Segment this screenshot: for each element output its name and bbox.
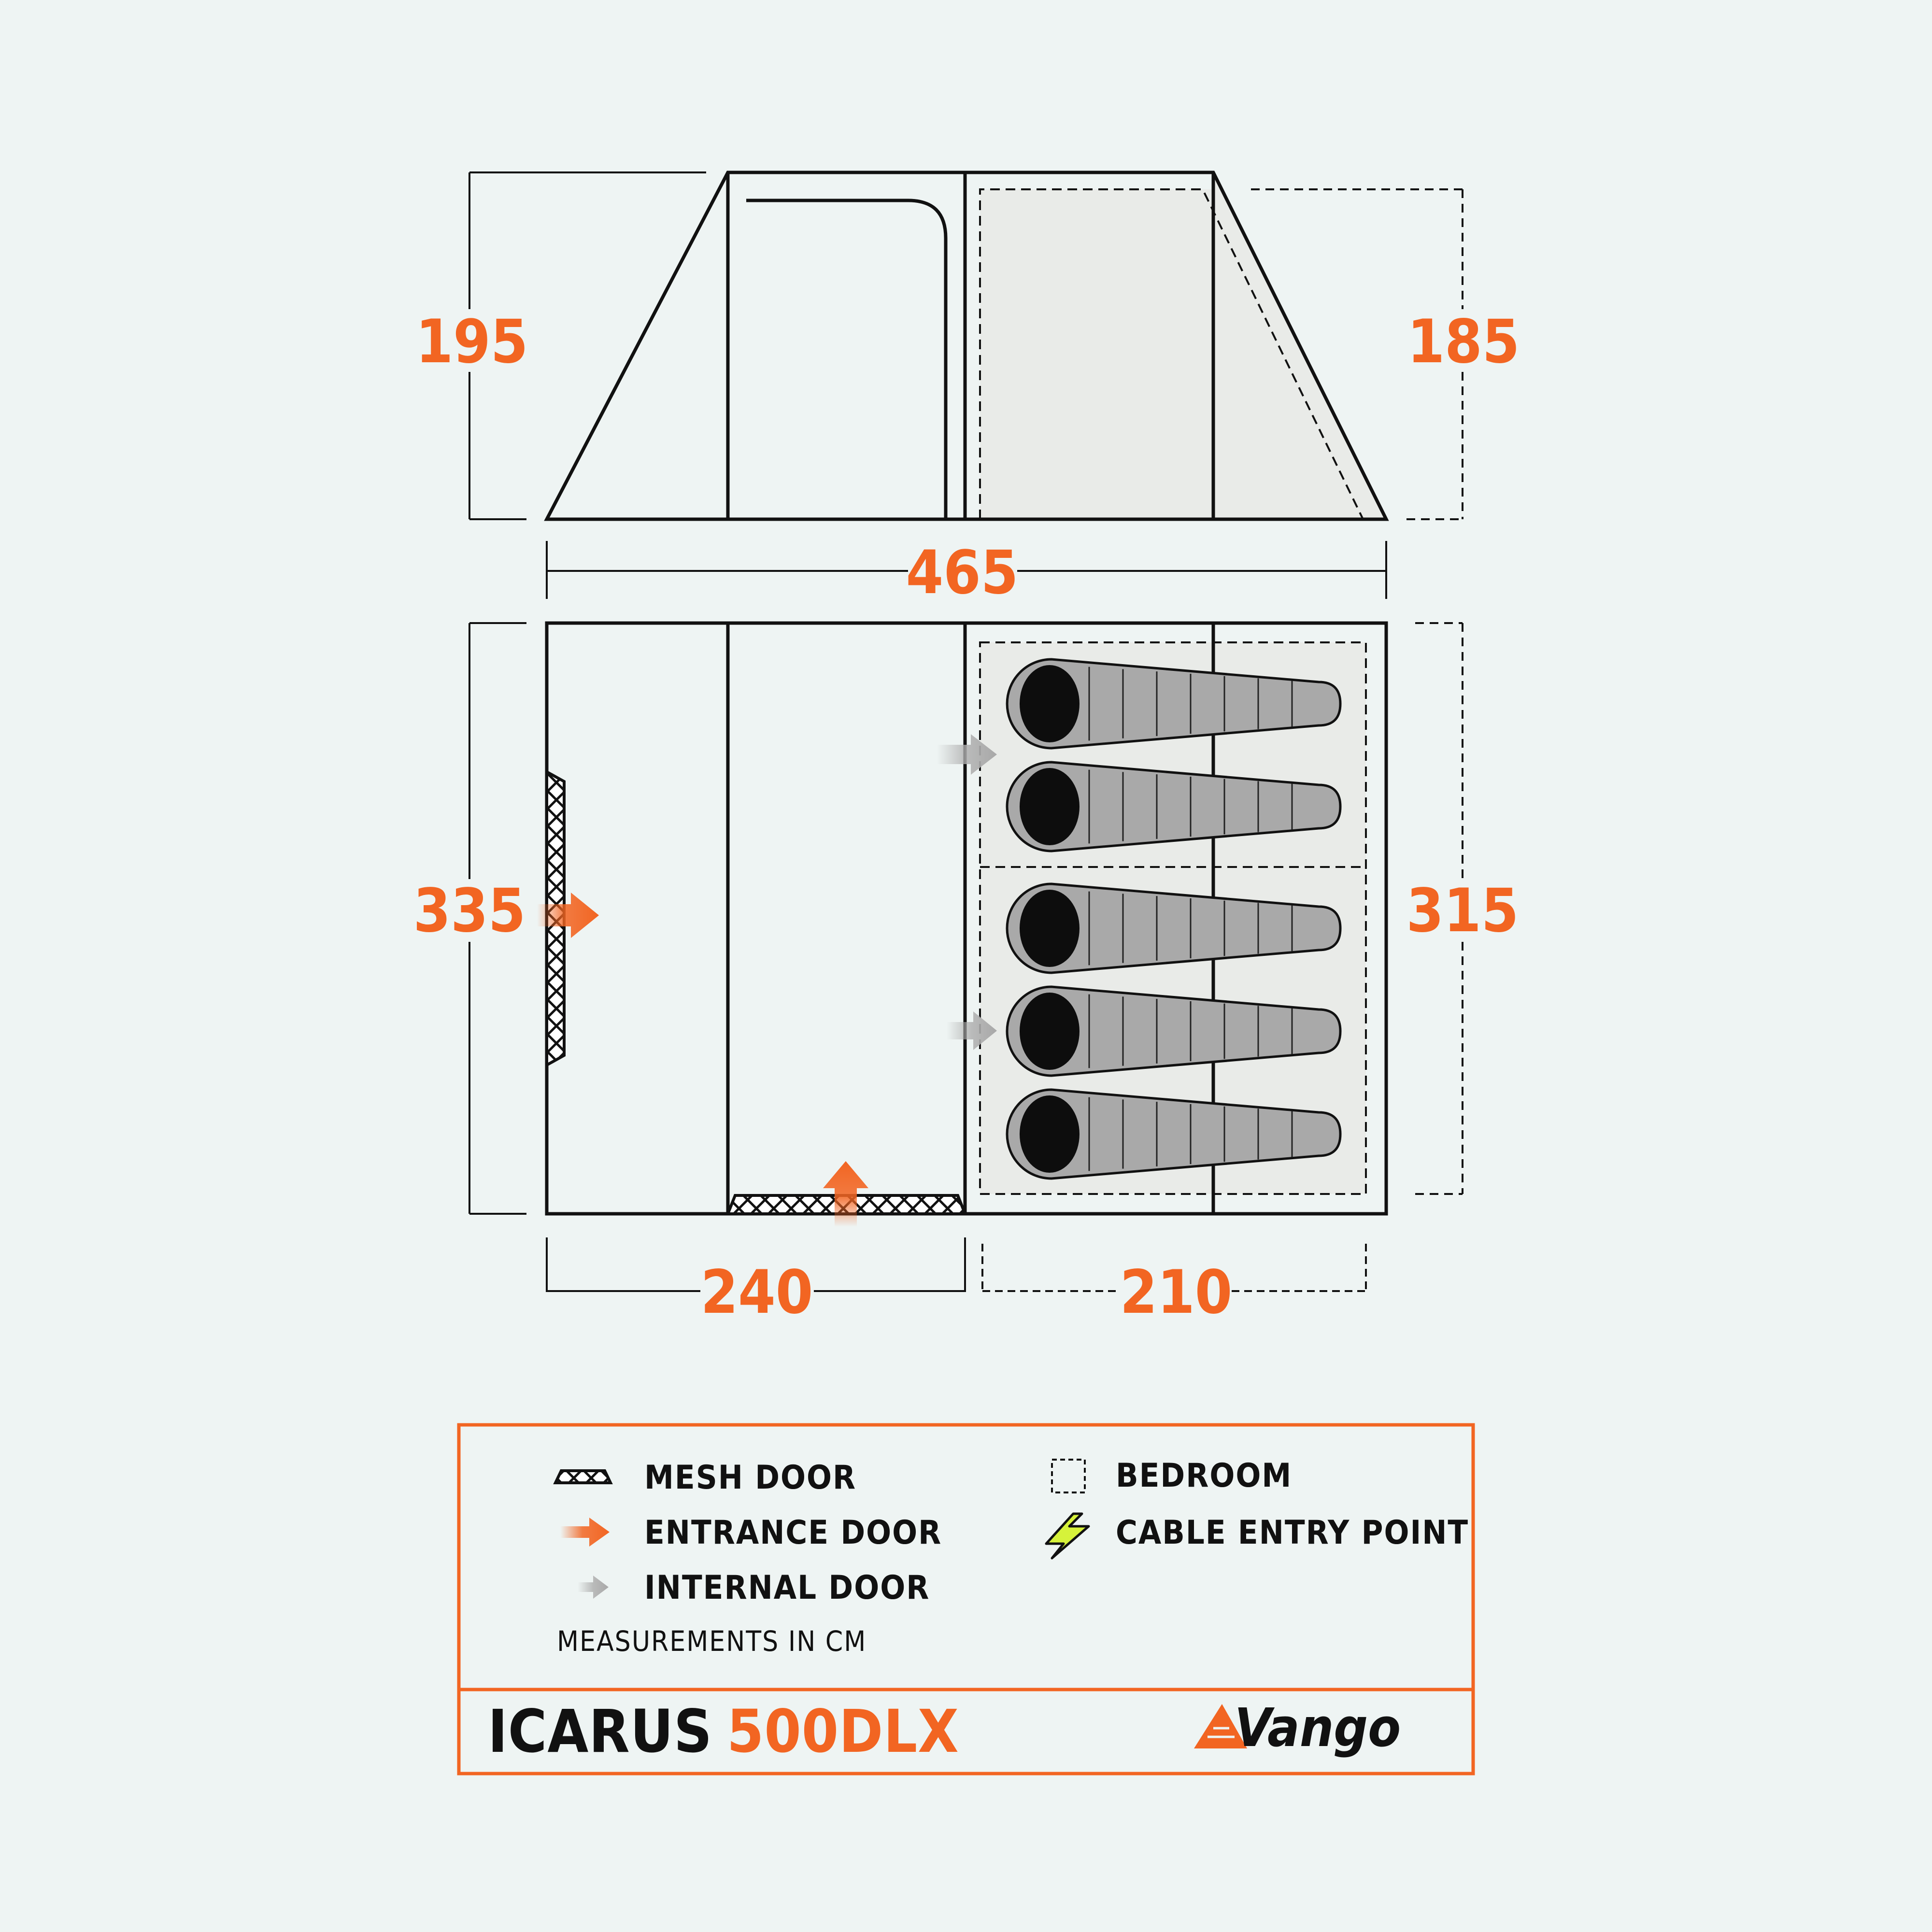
dim-plan-width-left: 335 bbox=[413, 876, 526, 946]
floor-plan bbox=[469, 621, 1463, 1292]
sleeping-bag-body bbox=[1006, 1088, 1342, 1180]
sleeping-bags bbox=[1006, 658, 1342, 1180]
vango-logo: Vango bbox=[1194, 1697, 1401, 1759]
sleeping-bag bbox=[1006, 985, 1342, 1077]
legend-internal-door: INTERNAL DOOR bbox=[644, 1569, 930, 1607]
sleeping-bag bbox=[1006, 882, 1342, 974]
side-entrance-arrow bbox=[537, 893, 599, 938]
sleeping-bag-head bbox=[1020, 665, 1080, 742]
lightning-bolt-icon bbox=[1045, 1512, 1090, 1560]
sleeping-bag bbox=[1006, 658, 1342, 750]
legend-bedroom: BEDROOM bbox=[1116, 1457, 1292, 1495]
mesh-door-icon bbox=[553, 1469, 613, 1484]
bedroom-outline bbox=[979, 641, 1367, 1195]
sleeping-bag-body bbox=[1006, 882, 1342, 974]
internal-door-icon bbox=[578, 1576, 609, 1599]
sleeping-bag-head bbox=[1020, 768, 1080, 845]
entrance-door-icon bbox=[560, 1518, 610, 1547]
dim-plan-width-right: 315 bbox=[1406, 876, 1519, 946]
legend-cable-entry-point: CABLE ENTRY POINT bbox=[1116, 1514, 1469, 1552]
legend-box: MESH DOOR ENTRANCE DOOR INTERNAL DOOR ME… bbox=[457, 1423, 1475, 1776]
sleeping-bag-body bbox=[1006, 761, 1342, 852]
product-model: 500DLX bbox=[727, 1697, 959, 1766]
dim-total-length: 465 bbox=[906, 538, 1019, 608]
product-name: ICARUS bbox=[488, 1697, 712, 1766]
sleeping-bag-head bbox=[1020, 993, 1080, 1070]
dim-side-height-left: 195 bbox=[416, 307, 528, 377]
sleeping-bag-head bbox=[1020, 890, 1080, 967]
legend-mesh-door: MESH DOOR bbox=[644, 1459, 856, 1497]
dim-side-height-right: 185 bbox=[1407, 307, 1520, 377]
legend-measurements-note: MEASUREMENTS IN CM bbox=[557, 1625, 867, 1658]
sleeping-bag bbox=[1006, 1088, 1342, 1180]
sleeping-bag-body bbox=[1006, 985, 1342, 1077]
legend-entrance-door: ENTRANCE DOOR bbox=[644, 1514, 942, 1552]
bedroom-icon bbox=[1051, 1459, 1086, 1493]
dim-bedroom-length: 210 bbox=[1120, 1258, 1233, 1327]
side-elevation bbox=[469, 170, 1463, 599]
internal-door-arrow-top bbox=[937, 734, 997, 775]
sleeping-bag bbox=[1006, 761, 1342, 852]
front-entrance-arrow bbox=[823, 1161, 868, 1227]
sleeping-bag-body bbox=[1006, 658, 1342, 750]
internal-door-arrow-bottom bbox=[947, 1011, 997, 1050]
sleeping-bag-head bbox=[1020, 1095, 1080, 1173]
dim-living-length: 240 bbox=[701, 1258, 813, 1327]
logo-wordmark: Vango bbox=[1235, 1697, 1401, 1759]
